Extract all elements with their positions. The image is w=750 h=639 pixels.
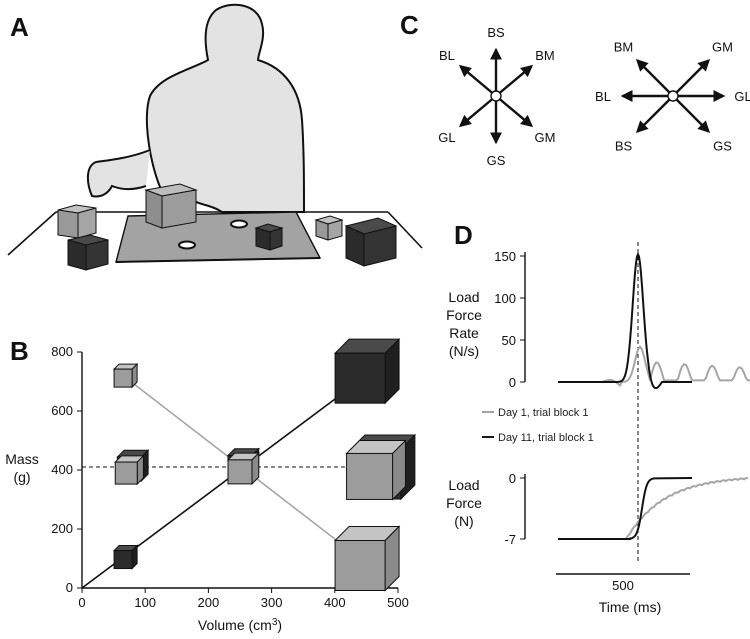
arrow-gm	[672, 58, 711, 97]
b-point-light-0-front	[113, 368, 133, 388]
panel-a-letter: A	[10, 12, 29, 42]
b-x-tick-label: 400	[324, 595, 346, 610]
d-bottom-series-day1	[558, 477, 749, 540]
b-point-light-1-front	[227, 459, 253, 485]
target-ring-2	[178, 240, 196, 250]
arrow-gs	[672, 95, 711, 134]
b-ylabel-line1: Mass	[5, 451, 38, 467]
person-hand	[86, 149, 151, 198]
d-top-ylabel: Load Force Rate (N/s)	[446, 289, 482, 359]
svg-text:Load: Load	[448, 289, 479, 305]
d-legend: Day 1, trial block 1 Day 11, trial block…	[482, 407, 594, 444]
arrow-bm	[635, 58, 674, 97]
direction-label-bl: BL	[439, 48, 455, 63]
cube-dark-large-right	[344, 217, 398, 267]
svg-text:(N/s): (N/s)	[449, 343, 479, 359]
b-point-light-0	[112, 362, 139, 389]
direction-label-bs: BS	[487, 25, 505, 40]
d-top-y-tick-label: 150	[494, 249, 516, 264]
direction-label-gs: GS	[487, 153, 506, 168]
b-point-dark-2	[333, 337, 401, 405]
direction-label-bl: BL	[595, 89, 611, 104]
d-bottom-y-tick-label: 0	[509, 471, 516, 486]
b-x-tick-label: 0	[78, 595, 85, 610]
svg-text:Rate: Rate	[449, 325, 479, 341]
direction-label-gm: GM	[712, 40, 733, 55]
d-scalebar-label: 500	[612, 578, 634, 593]
d-top-series-day11	[558, 251, 692, 390]
b-y-tick-label: 800	[51, 344, 73, 359]
d-top-y-tick-label: 50	[502, 333, 516, 348]
d-top-y-tick-label: 0	[509, 375, 516, 390]
legend-day1: Day 1, trial block 1	[498, 407, 588, 419]
mass-volume-chart: 0 100 200 300 400 500 0 200 400 600 800	[51, 337, 417, 610]
cube-light-small-right	[314, 215, 344, 241]
b-point-dark-0	[112, 544, 139, 570]
b-x-tick-label: 500	[387, 595, 409, 610]
direction-star-right: GM GL GS BS BL BM	[595, 40, 750, 154]
svg-text:(N): (N)	[454, 513, 473, 529]
direction-label-gl: GL	[734, 89, 750, 104]
d-top-series-day1	[558, 345, 750, 387]
arrow-gm	[495, 95, 534, 128]
direction-label-bm: BM	[614, 40, 634, 55]
b-point-light-4	[345, 439, 407, 501]
arrow-bl	[458, 64, 497, 97]
b-y-tick-label: 400	[51, 462, 73, 477]
b-y-tick-label: 200	[51, 521, 73, 536]
b-point-dark-2-front	[334, 352, 386, 404]
d-xlabel: Time (ms)	[599, 599, 661, 615]
d-bottom-y-tick-label: -7	[504, 532, 516, 547]
b-point-light-3-front	[114, 461, 138, 485]
b-y-tick-label: 0	[66, 580, 73, 595]
cube-light-large-held	[144, 183, 198, 229]
svg-text:Load: Load	[448, 477, 479, 493]
b-y-tick-label: 600	[51, 403, 73, 418]
panel-a-illustration	[7, 3, 423, 271]
cube-dark-small-board	[254, 223, 284, 251]
panel-c-letter: C	[400, 10, 419, 40]
b-point-dark-0-front	[113, 550, 133, 570]
d-bottom-series-day11	[558, 477, 693, 540]
direction-label-gm: GM	[535, 130, 556, 145]
arrow-bs	[635, 95, 674, 134]
target-ring-1	[230, 219, 248, 229]
svg-text:Force: Force	[446, 307, 482, 323]
b-xlabel: Volume (cm3)	[198, 617, 282, 634]
b-point-light-4-front	[346, 452, 394, 500]
b-point-light-2-front	[334, 540, 386, 591]
star-center	[667, 90, 679, 102]
person-silhouette	[145, 3, 306, 213]
d-top-y-tick-label: 100	[494, 291, 516, 306]
direction-label-bm: BM	[535, 48, 555, 63]
direction-label-gs: GS	[713, 138, 732, 153]
b-x-tick-label: 300	[261, 595, 283, 610]
b-point-light-3	[114, 454, 145, 486]
load-force-chart: 0 50 100 150 0 -7	[494, 242, 750, 562]
panel-d-letter: D	[454, 220, 473, 250]
direction-star-left: BS BM GM GS GL BL	[438, 25, 555, 168]
arrow-gl	[458, 95, 497, 128]
panel-b-letter: B	[10, 336, 29, 366]
d-bottom-ylabel: Load Force (N)	[446, 477, 482, 529]
legend-day11: Day 11, trial block 1	[498, 432, 594, 444]
b-ylabel-line2: (g)	[13, 469, 30, 485]
star-center	[490, 90, 502, 102]
direction-label-bs: BS	[615, 138, 633, 153]
b-point-light-2	[333, 525, 401, 592]
b-x-tick-label: 100	[134, 595, 156, 610]
svg-text:Force: Force	[446, 495, 482, 511]
direction-label-gl: GL	[438, 130, 455, 145]
b-point-light-1	[226, 451, 260, 486]
b-x-tick-label: 200	[198, 595, 220, 610]
cube-light-small-left	[57, 204, 97, 239]
cube-dark-left	[67, 234, 109, 271]
arrow-bm	[495, 64, 534, 97]
